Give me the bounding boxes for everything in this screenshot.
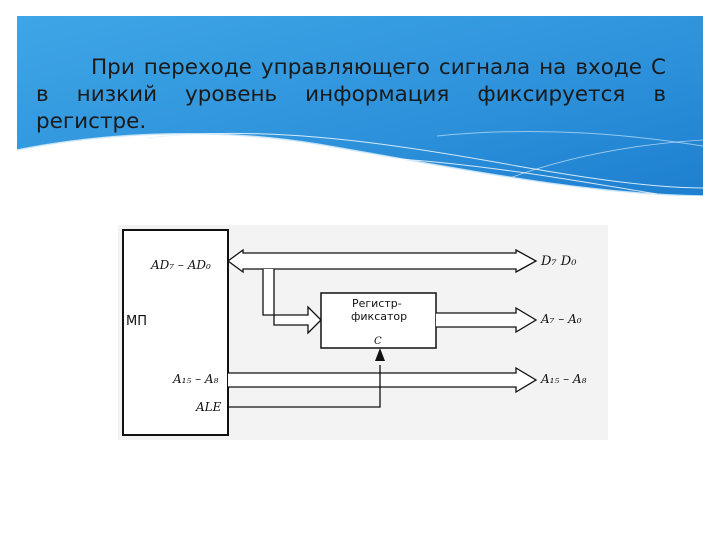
a-high-bus-arrow (228, 366, 538, 394)
label-a-high-left: A₁₅ – A₈ (172, 372, 219, 386)
label-ad: AD₇ – AD₀ (150, 258, 211, 272)
register-label-line1: Регистр- (352, 297, 402, 310)
register-input-label: C (374, 336, 382, 347)
ale-arrowhead (375, 348, 385, 361)
slide-paragraph: При переходе управляющего сигнала на вхо… (36, 55, 666, 134)
ad-bus-arrow (226, 248, 538, 274)
label-ale: ALE (195, 400, 222, 414)
mp-block (122, 229, 229, 436)
mp-label: МП (126, 314, 147, 329)
label-d: D₇ D₀ (540, 254, 577, 269)
label-a-high-right: A₁₅ – A₈ (540, 372, 587, 386)
register-output-arrow (436, 306, 538, 334)
label-a-low: A₇ – A₀ (540, 312, 582, 326)
register-block (320, 292, 437, 349)
block-diagram: МП Регистр- фиксатор C AD₇ – AD₀ A₁₅ – A… (118, 225, 608, 440)
header-banner (17, 16, 703, 196)
register-label-line2: фиксатор (351, 310, 407, 323)
ale-line (228, 365, 381, 408)
